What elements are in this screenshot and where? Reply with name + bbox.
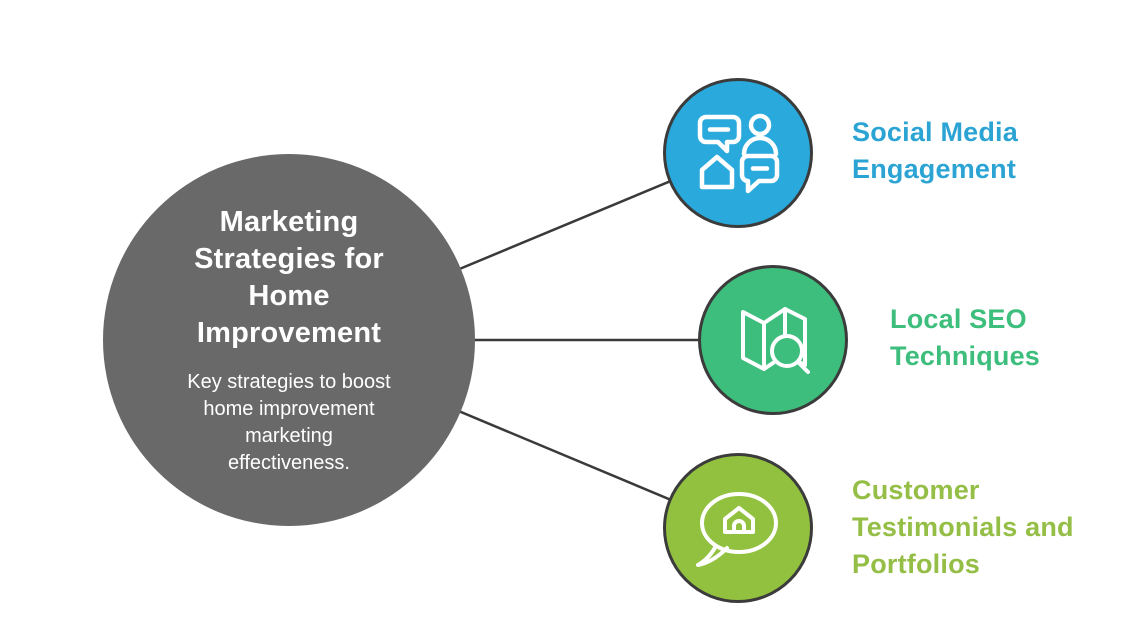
label-line: Testimonials and xyxy=(852,512,1074,542)
central-subtitle-line: home improvement xyxy=(203,397,375,420)
central-title: Marketing Strategies for Home Improvemen… xyxy=(194,204,384,352)
central-subtitle: Key strategies to boost home improvement… xyxy=(187,369,390,477)
map-with-magnifier-icon xyxy=(731,298,815,382)
social-media-label: Social Media Engagement xyxy=(852,114,1018,188)
label-line: Social Media xyxy=(852,117,1018,147)
social-media-node-circle xyxy=(663,78,813,228)
label-line: Engagement xyxy=(852,154,1017,184)
central-topic-circle: Marketing Strategies for Home Improvemen… xyxy=(103,154,475,526)
central-title-line: Strategies for xyxy=(194,242,384,275)
central-title-line: Marketing xyxy=(219,205,359,238)
house-in-speech-bubble-icon xyxy=(686,483,790,573)
label-line: Techniques xyxy=(890,341,1041,371)
central-title-line: Home xyxy=(248,279,330,312)
testimonials-label: Customer Testimonials and Portfolios xyxy=(852,472,1074,583)
label-line: Customer xyxy=(852,475,980,505)
local-seo-label: Local SEO Techniques xyxy=(890,301,1040,375)
label-line: Local SEO xyxy=(890,304,1027,334)
chat-bubbles-person-house-icon xyxy=(695,110,781,196)
central-subtitle-line: Key strategies to boost xyxy=(187,370,391,393)
central-subtitle-line: marketing xyxy=(245,424,333,447)
central-title-line: Improvement xyxy=(196,316,382,349)
central-subtitle-line: effectiveness. xyxy=(228,451,350,474)
testimonials-node-circle xyxy=(663,453,813,603)
local-seo-node-circle xyxy=(698,265,848,415)
label-line: Portfolios xyxy=(852,549,980,579)
